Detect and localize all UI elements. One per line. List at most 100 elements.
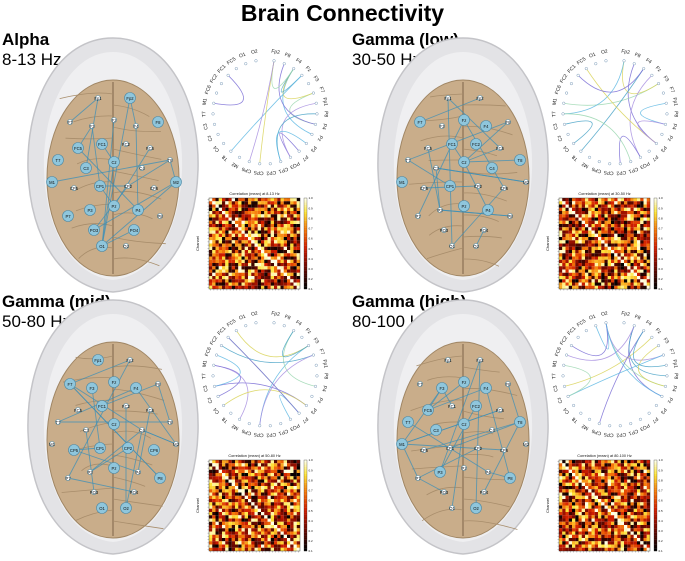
correlation-matrix: Correlation (mean) at 8-13 HzChannelChan… xyxy=(195,192,313,298)
matrix-cell xyxy=(215,211,219,215)
circle-node xyxy=(313,122,318,126)
matrix-cell xyxy=(235,525,239,529)
matrix-cell xyxy=(267,479,271,483)
matrix-cell xyxy=(212,201,216,205)
matrix-cell xyxy=(591,521,595,526)
matrix-cell xyxy=(244,528,249,532)
matrix-cell xyxy=(585,214,589,218)
matrix-cell xyxy=(568,466,573,470)
matrix-cell xyxy=(562,227,566,231)
matrix-cell xyxy=(620,220,625,225)
matrix-cell xyxy=(238,253,242,257)
circle-node-label: Fz xyxy=(654,327,663,336)
matrix-cell xyxy=(565,204,569,208)
colorbar-segment xyxy=(654,263,657,267)
colorbar-segment xyxy=(304,537,307,540)
matrix-cell xyxy=(646,217,651,221)
matrix-cell xyxy=(267,489,271,493)
colorbar-segment xyxy=(304,279,307,283)
matrix-cell xyxy=(238,276,242,280)
matrix-cell xyxy=(261,272,265,277)
matrix-cell xyxy=(581,237,586,241)
matrix-cell xyxy=(568,285,573,290)
matrix-cell xyxy=(643,528,647,532)
colorbar-segment xyxy=(304,241,307,244)
matrix-cell xyxy=(581,495,586,500)
matrix-cell xyxy=(225,482,229,487)
matrix-cell xyxy=(212,227,216,231)
matrix-cell xyxy=(630,246,634,251)
matrix-cell xyxy=(238,269,242,273)
circle-node xyxy=(216,394,220,398)
circle-node-label: Cz xyxy=(556,134,564,143)
matrix-cell xyxy=(585,505,589,509)
matrix-cell xyxy=(611,466,615,470)
matrix-cell xyxy=(578,201,582,205)
matrix-cell xyxy=(562,482,566,487)
matrix-cell xyxy=(572,492,576,496)
colorbar-segment xyxy=(654,286,657,290)
matrix-cell xyxy=(251,463,255,467)
matrix-cell xyxy=(565,541,569,545)
electrode-label: C4 xyxy=(139,428,145,433)
circle-node-label: F7 xyxy=(668,348,676,356)
matrix-cell xyxy=(633,250,638,254)
connectivity-edge xyxy=(475,359,481,509)
matrix-cell xyxy=(604,469,608,474)
connectivity-edge xyxy=(419,97,481,123)
colorbar-segment xyxy=(654,207,657,210)
matrix-cell xyxy=(604,460,608,464)
matrix-cell xyxy=(235,492,239,496)
matrix-cell xyxy=(585,272,589,277)
matrix-cell xyxy=(296,259,301,264)
matrix-cell xyxy=(611,476,615,480)
matrix-cell xyxy=(575,476,579,480)
matrix-cell xyxy=(218,499,223,503)
matrix-cell xyxy=(640,211,644,215)
matrix-cell xyxy=(244,531,249,535)
matrix-cell xyxy=(238,460,242,464)
colorbar-segment xyxy=(304,464,307,467)
circle-node-label: CP6 xyxy=(241,427,252,436)
matrix-cell xyxy=(565,518,569,522)
matrix-cell xyxy=(254,547,258,552)
matrix-cell xyxy=(296,227,301,231)
electrode-label: C3 xyxy=(433,428,439,433)
matrix-cell xyxy=(248,463,252,467)
electrode-label: C4 xyxy=(489,166,495,171)
matrix-cell xyxy=(222,505,226,509)
matrix-cell xyxy=(257,237,262,241)
circle-node xyxy=(661,91,665,95)
matrix-cell xyxy=(222,469,226,474)
circle-node xyxy=(632,324,636,328)
circle-node-label: P7 xyxy=(300,153,309,162)
matrix-cell xyxy=(248,220,252,225)
matrix-cell xyxy=(614,534,618,539)
matrix-cell xyxy=(238,224,242,228)
matrix-cell xyxy=(261,515,265,519)
matrix-cell xyxy=(646,528,651,532)
matrix-cell xyxy=(264,240,268,244)
electrode-label: M1 xyxy=(399,442,405,447)
matrix-cell xyxy=(241,266,245,270)
circle-node xyxy=(566,132,570,136)
colorbar-segment xyxy=(304,257,307,260)
matrix-cell xyxy=(280,466,284,470)
matrix-cell xyxy=(287,220,291,225)
matrix-cell xyxy=(633,531,638,535)
colorbar-segment xyxy=(654,198,657,201)
matrix-cell xyxy=(620,269,625,273)
matrix-cell xyxy=(627,486,631,490)
matrix-cell xyxy=(235,201,239,205)
matrix-cell xyxy=(270,518,275,522)
matrix-cell xyxy=(624,528,628,532)
circle-node-label: M1 xyxy=(552,98,559,106)
matrix-cell xyxy=(293,240,297,244)
matrix-cell xyxy=(633,259,638,264)
matrix-cell xyxy=(296,518,301,522)
matrix-cell xyxy=(257,246,262,251)
gyrus-line xyxy=(462,454,494,458)
matrix-cell xyxy=(594,230,599,234)
matrix-cell xyxy=(212,204,216,208)
matrix-cell xyxy=(578,463,582,467)
